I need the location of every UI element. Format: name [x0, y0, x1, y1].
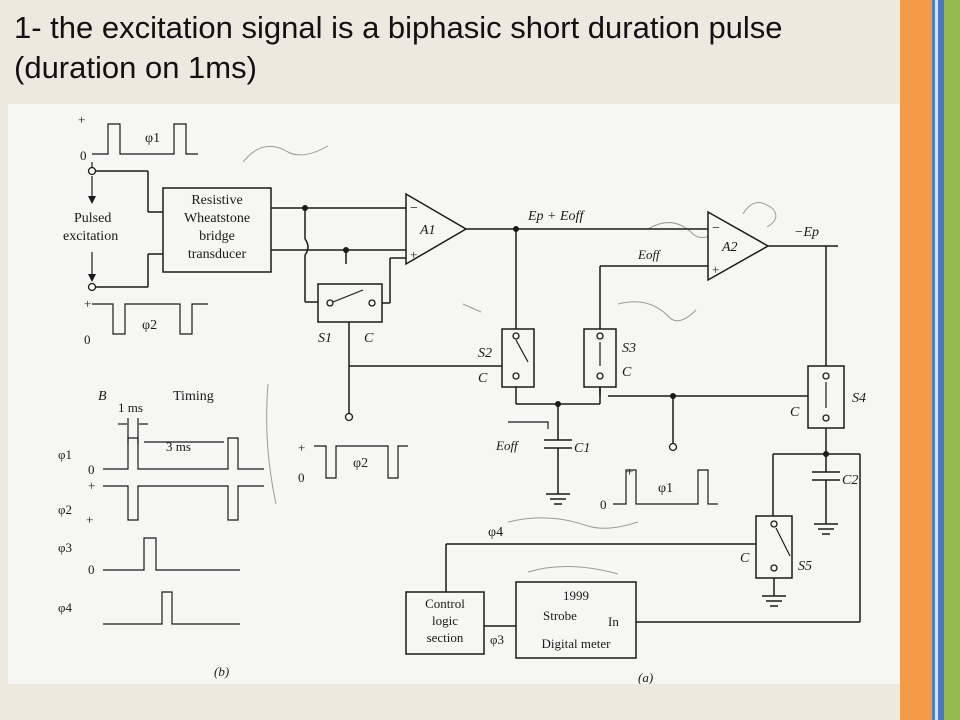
timing-phi1: φ1: [58, 447, 72, 462]
phi2-mid-label: φ2: [353, 456, 368, 471]
zero-label-2: 0: [84, 332, 91, 347]
control-line-3: section: [427, 630, 464, 645]
c2-label: C2: [842, 473, 858, 488]
plus-label-3: +: [298, 440, 305, 455]
phi2-pulse-middle: + 0 φ2: [298, 440, 408, 485]
decorative-stripe-orange: [900, 0, 932, 720]
timing-plus-3: +: [86, 512, 93, 527]
s5-c-label: C: [740, 551, 750, 566]
bridge-line-2: Wheatstone: [184, 211, 250, 226]
phi4-line-label: φ4: [488, 525, 503, 540]
a1-label: A1: [419, 223, 436, 238]
meter-line-4: Digital meter: [542, 636, 612, 651]
timing-phi3: φ3: [58, 540, 72, 555]
phi1-mid-label: φ1: [658, 481, 673, 496]
a2-plus: +: [712, 262, 719, 277]
switch-s1: S1 C: [317, 257, 406, 422]
wheatstone-bridge: Resistive Wheatstone bridge transducer: [162, 187, 272, 273]
s4-c-label: C: [790, 405, 800, 420]
timing-label: Timing: [173, 389, 214, 404]
circuit-figure: + 0 φ1 Pulsed excitation + 0 φ2 Resistiv…: [8, 104, 900, 684]
plus-label-4: +: [626, 464, 633, 479]
s3-c-label: C: [622, 365, 632, 380]
a1-minus: −: [410, 201, 418, 216]
a2-minus: −: [712, 221, 720, 236]
a1-output-wire: Ep + Eoff: [466, 209, 708, 329]
a2-label: A2: [721, 240, 738, 255]
timing-zero-1: 0: [88, 462, 95, 477]
switch-s4: S4 C: [790, 365, 866, 454]
eoff-c1-label: Eoff: [495, 438, 520, 453]
decorative-stripe-light: [935, 0, 938, 720]
phi1-label: φ1: [145, 131, 160, 146]
plus-label: +: [78, 112, 85, 127]
bridge-wires: [271, 205, 406, 303]
phi1-pulse-middle: + 0 φ1: [600, 464, 718, 512]
phi2-label: φ2: [142, 318, 157, 333]
s4-label: S4: [852, 391, 866, 406]
s1-c-label: C: [364, 331, 374, 346]
control-line-2: logic: [432, 613, 458, 628]
decorative-stripe-blue: [932, 0, 935, 720]
s1-label: S1: [318, 331, 332, 346]
plus-label-2: +: [84, 296, 91, 311]
c1-label: C1: [574, 441, 590, 456]
timing-b-label: B: [98, 389, 107, 404]
digital-meter-box: 1999 Strobe In Digital meter: [515, 581, 637, 659]
s2-c-label: C: [478, 371, 488, 386]
meter-line-3: In: [608, 614, 619, 629]
zero-label-4: 0: [600, 497, 607, 512]
s3-s4-wire: [599, 387, 812, 452]
pencil-annotations: [242, 145, 777, 575]
ep-eoff-label: Ep + Eoff: [527, 209, 585, 224]
bridge-line-1: Resistive: [191, 193, 242, 208]
timing-diagram: B Timing 1 ms 3 ms φ1 0 + φ2 + φ3 0 φ4 (…: [58, 389, 264, 679]
phi4-line: φ4: [445, 525, 756, 592]
minus-ep-label: −Ep: [794, 225, 819, 240]
switch-s3: S3 C: [583, 328, 636, 404]
circuit-diagram: + 0 φ1 Pulsed excitation + 0 φ2 Resistiv…: [58, 112, 866, 684]
three-ms-label: 3 ms: [166, 439, 191, 454]
figure-a-label: (a): [638, 670, 653, 684]
bridge-line-4: transducer: [188, 247, 247, 262]
zero-label: 0: [80, 148, 87, 163]
excitation-label: excitation: [63, 229, 118, 244]
s3-label: S3: [622, 341, 636, 356]
a1-plus: +: [410, 247, 417, 262]
capacitor-c1: C1 Eoff: [495, 401, 600, 505]
switch-s2: S2 C: [349, 328, 535, 404]
timing-plus-2: +: [88, 478, 95, 493]
zero-label-3: 0: [298, 470, 305, 485]
meter-line-2: Strobe: [543, 608, 577, 623]
decorative-stripe-green: [944, 0, 960, 720]
switch-s5: C S5: [740, 515, 812, 607]
amplifier-a2: − + A2 −Ep: [707, 210, 838, 366]
eoff-label: Eoff: [637, 247, 662, 262]
pulsed-label: Pulsed: [74, 211, 111, 226]
s2-label: S2: [478, 346, 492, 361]
timing-phi4: φ4: [58, 600, 73, 615]
control-line-1: Control: [425, 596, 465, 611]
phi3-line-label: φ3: [490, 632, 504, 647]
capacitor-c2: C2: [636, 451, 861, 623]
control-logic-box: Control logic section φ3: [405, 591, 516, 655]
timing-zero-3: 0: [88, 562, 95, 577]
timing-phi2: φ2: [58, 502, 72, 517]
bridge-line-3: bridge: [199, 229, 235, 244]
eoff-wire: Eoff: [599, 247, 708, 329]
figure-b-label: (b): [214, 664, 229, 679]
pulsed-excitation: Pulsed excitation: [63, 170, 163, 292]
meter-line-1: 1999: [563, 588, 589, 603]
slide-title: 1- the excitation signal is a biphasic s…: [14, 10, 783, 85]
one-ms-label: 1 ms: [118, 400, 143, 415]
decorative-stripe-blue-2: [938, 0, 944, 720]
phi1-input-pulse: + 0 φ1: [78, 112, 198, 176]
amplifier-a1: − + A1: [405, 192, 468, 266]
phi2-input-pulse: + 0 φ2: [84, 296, 208, 347]
s5-label: S5: [798, 559, 812, 574]
